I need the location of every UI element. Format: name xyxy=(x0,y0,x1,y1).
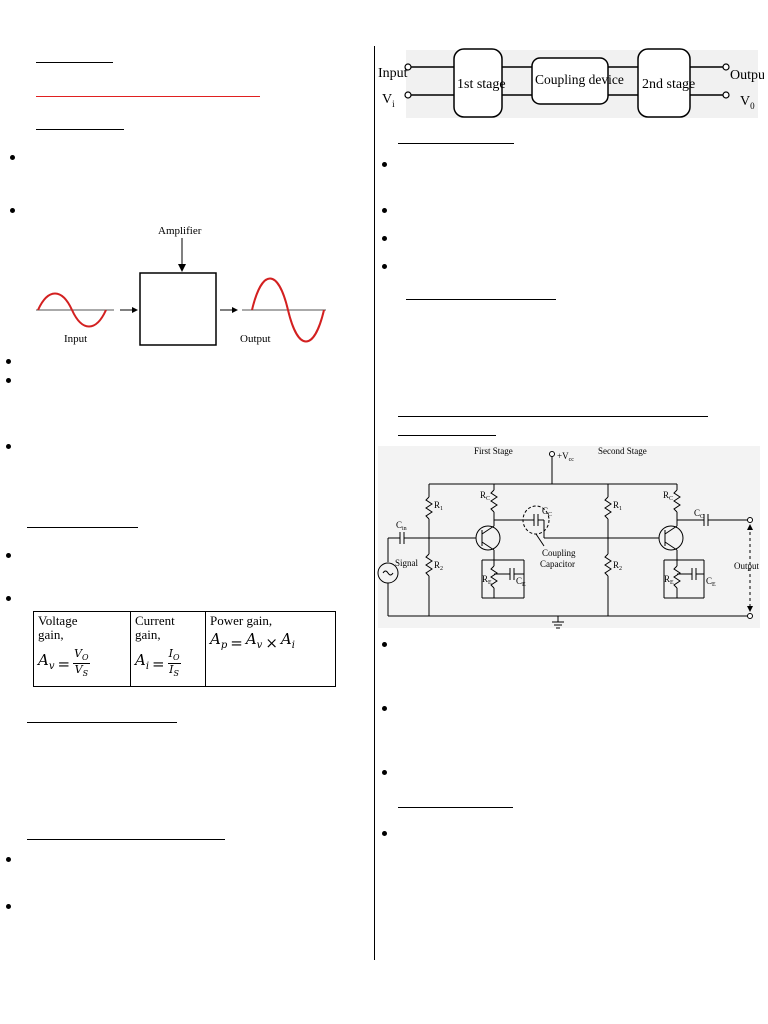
heading-underline-10 xyxy=(398,807,513,808)
re-label: RE xyxy=(482,574,492,586)
heading-underline-4 xyxy=(27,722,177,723)
bullet xyxy=(382,208,387,213)
ms-vi: Vi xyxy=(382,92,395,109)
heading-underline-6 xyxy=(398,143,514,144)
signal-label: Signal xyxy=(395,558,419,568)
rc-label: RC xyxy=(480,490,490,502)
bullet xyxy=(6,596,11,601)
stage1-label: 1st stage xyxy=(457,77,506,92)
cin-label: Cin xyxy=(396,520,407,532)
bullet xyxy=(382,264,387,269)
multistage-figure: Input Vi 1st stage Coupling device 2nd s… xyxy=(378,48,764,118)
bullet xyxy=(6,857,11,862)
bullet xyxy=(382,831,387,836)
first-stage-label: First Stage xyxy=(474,446,513,456)
power-gain-label: Power gain, xyxy=(210,613,273,628)
heading-underline-1 xyxy=(36,62,113,63)
ms-vo: V0 xyxy=(740,94,755,111)
bullet xyxy=(382,236,387,241)
rc-coupled-circuit: First Stage Second Stage +Vcc Signal Cou… xyxy=(377,446,760,629)
amplifier-figure: Amplifier Input Output xyxy=(36,225,326,346)
input-wave xyxy=(37,292,107,328)
second-stage-label: Second Stage xyxy=(598,446,647,456)
current-gain-label: Current gain, xyxy=(135,613,175,642)
coupling-capacitor-label-2: Capacitor xyxy=(540,559,575,569)
ms-input-label: Input xyxy=(378,66,408,81)
title-underline-red xyxy=(36,96,260,97)
stage2-label: 2nd stage xyxy=(642,77,695,92)
re-label-2: RE xyxy=(664,574,674,586)
amplifier-label: Amplifier xyxy=(158,225,202,237)
bullet xyxy=(6,359,11,364)
heading-underline-8 xyxy=(398,416,708,417)
coupling-device-label: Coupling device xyxy=(535,72,624,87)
bullet xyxy=(6,378,11,383)
output-label: Output xyxy=(734,561,760,571)
bullet xyxy=(382,706,387,711)
heading-underline-9 xyxy=(398,435,496,436)
ms-output-label: Output xyxy=(730,68,764,83)
power-gain-formula: Ap=Av×Ai xyxy=(210,630,295,652)
rc-label-2: RC xyxy=(663,490,673,502)
cc-out-label: CC xyxy=(694,508,704,520)
r1-label: R1 xyxy=(434,500,443,512)
power-gain-cell: Power gain, Ap=Av×Ai xyxy=(205,611,336,687)
voltage-gain-label: Voltage gain, xyxy=(38,613,78,642)
bullet xyxy=(6,553,11,558)
output-wave xyxy=(251,277,325,343)
bullet xyxy=(6,444,11,449)
bullet xyxy=(10,208,15,213)
column-divider xyxy=(374,46,375,960)
r2-label-2: R2 xyxy=(613,560,622,572)
input-label: Input xyxy=(64,333,87,345)
cc-label: CC xyxy=(542,506,552,518)
bullet xyxy=(382,162,387,167)
r1-label-2: R1 xyxy=(613,500,622,512)
bullet xyxy=(10,155,15,160)
heading-underline-5 xyxy=(27,839,225,840)
bullet xyxy=(6,904,11,909)
ce-label: CE xyxy=(516,576,526,588)
heading-underline-3 xyxy=(27,527,138,528)
r2-label: R2 xyxy=(434,560,443,572)
heading-underline-7 xyxy=(406,299,556,300)
heading-underline-2 xyxy=(36,129,124,130)
bullet xyxy=(382,770,387,775)
coupling-capacitor-label-1: Coupling xyxy=(542,548,576,558)
ce-label-2: CE xyxy=(706,576,716,588)
output-label: Output xyxy=(240,333,271,345)
vcc-label: +Vcc xyxy=(557,451,574,463)
bullet xyxy=(382,642,387,647)
